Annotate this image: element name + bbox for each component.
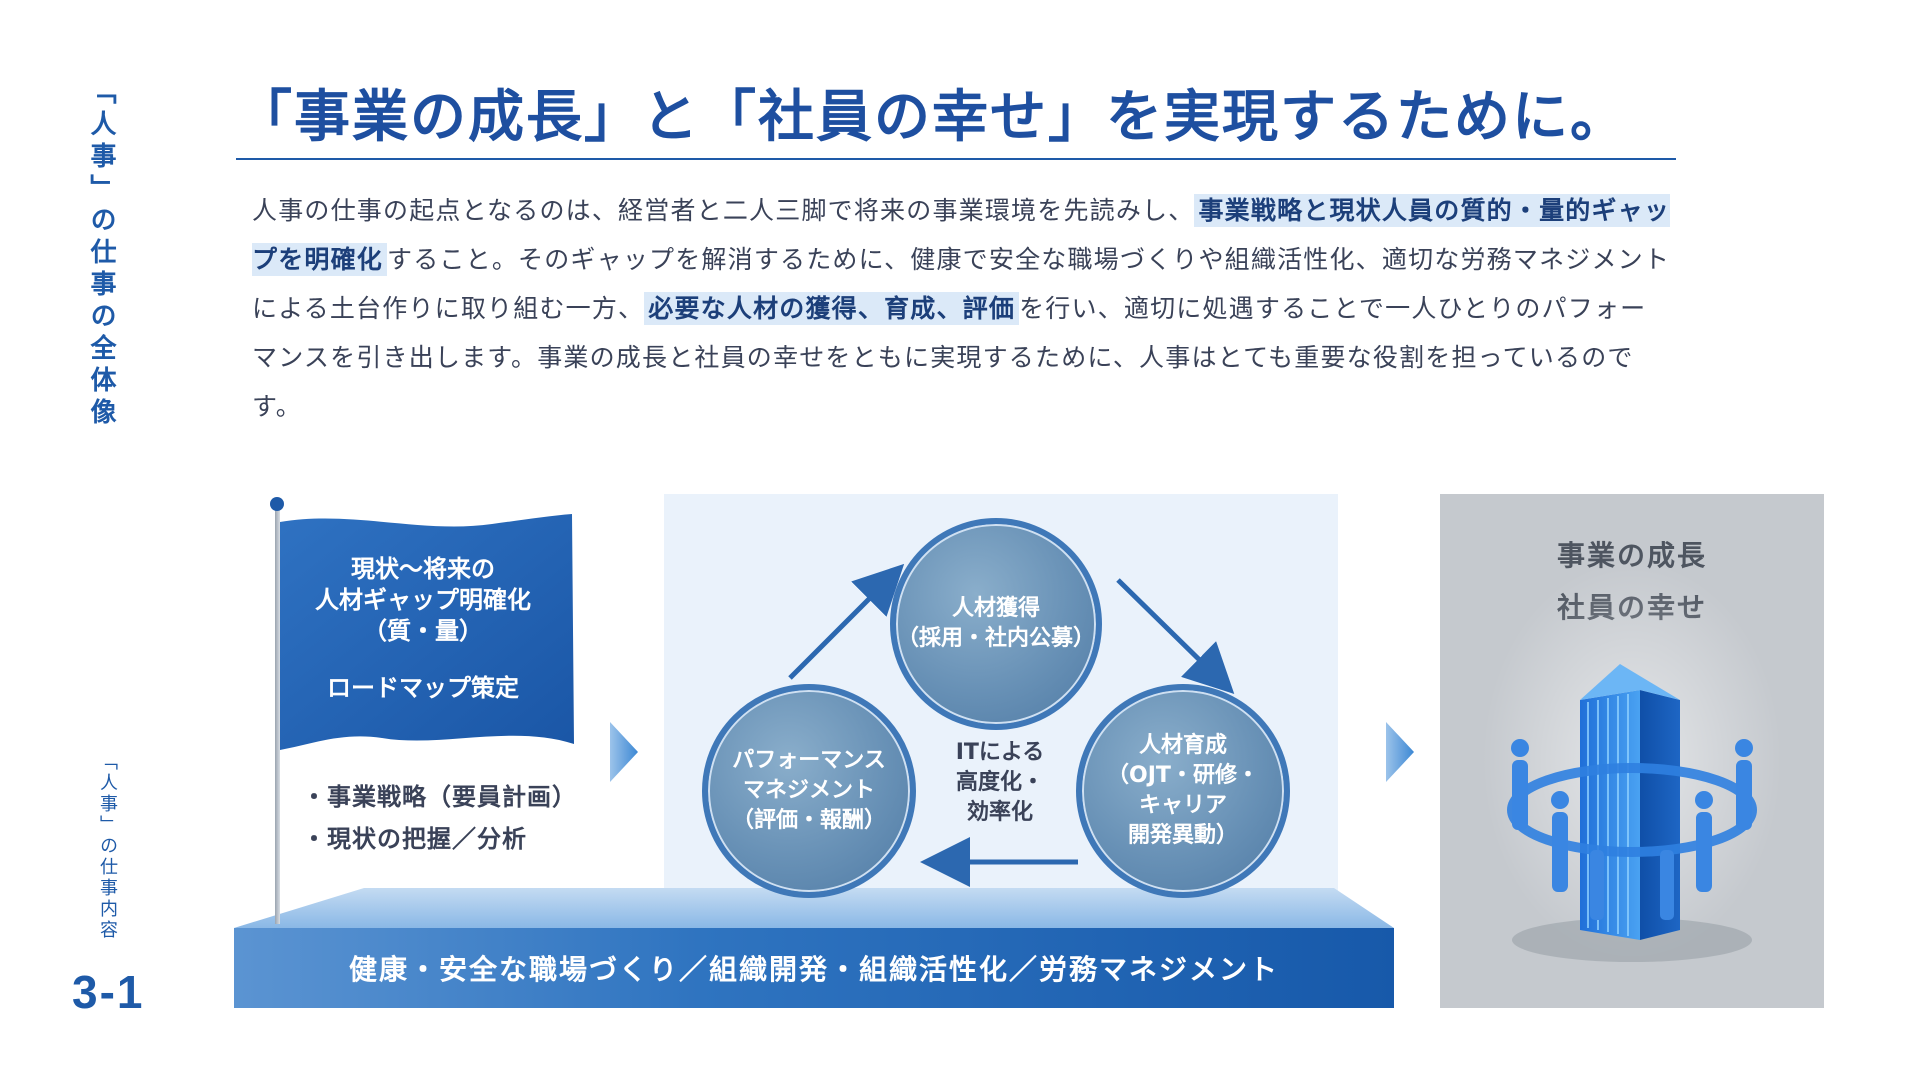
develop-title: 人材育成 [1138, 733, 1227, 758]
page-headline: 「事業の成長」と「社員の幸せ」を実現するために。 [236, 85, 1628, 150]
page-number: 3-1 [72, 966, 145, 1018]
performance-detail: （評価・報酬） [731, 808, 886, 833]
it-line-1: ITによる [955, 740, 1045, 765]
it-efficiency-label: ITによる 高度化・ 効率化 [940, 738, 1060, 828]
flag-roadmap: ロードマップ策定 [327, 674, 519, 702]
intro-highlight-2: 必要な人材の獲得、育成、評価 [644, 292, 1020, 325]
it-line-2: 高度化・ [955, 770, 1044, 795]
it-line-3: 効率化 [966, 800, 1033, 825]
intro-text-2: すること。そのギャップを解消するために、健康で安全な職場づくりや組織活性化、適切… [252, 245, 1671, 323]
flag-line-1: 現状〜将来の [351, 555, 495, 583]
arrow-up-right-icon [788, 563, 905, 680]
performance-title-1: パフォーマンス [732, 748, 886, 773]
performance-title-2: マネジメント [742, 778, 875, 803]
base-platform-top [234, 888, 1394, 928]
headline-divider [236, 158, 1676, 160]
intro-text-3: を行い、適切に処遇することで一人ひとりのパフォーマンスを引き出します。事業の成長… [252, 294, 1647, 421]
bullet-analysis: ・現状の把握／分析 [302, 825, 527, 853]
chevron-right-icon [1386, 722, 1414, 782]
flag-line-2: 人材ギャップ明確化 [315, 586, 531, 614]
arrow-down-right-icon [1116, 578, 1235, 695]
bullet-list: ・事業戦略（要員計画） ・現状の把握／分析 [302, 776, 577, 860]
flag-line-3: （質・量） [363, 617, 483, 645]
section-subtitle-vertical: 「人事」の仕事内容 [97, 752, 118, 941]
bullet-strategy: ・事業戦略（要員計画） [302, 783, 577, 811]
section-title-vertical: 「人事」の仕事の全体像 [86, 78, 116, 430]
building-roof [1580, 664, 1680, 700]
acquire-title: 人材獲得 [951, 596, 1040, 621]
develop-detail-1: （OJT・研修・ [1107, 763, 1259, 788]
develop-detail-2: キャリア [1138, 793, 1227, 818]
flag-icon [270, 497, 574, 924]
intro-paragraph: 人事の仕事の起点となるのは、経営者と二人三脚で将来の事業環境を先読みし、事業戦略… [252, 186, 1672, 431]
flag-content: 現状〜将来の 人材ギャップ明確化 （質・量） ロードマップ策定 [290, 554, 556, 704]
cycle-acquire: 人材獲得 （採用・社内公募） [890, 518, 1102, 730]
intro-text-1: 人事の仕事の起点となるのは、経営者と二人三脚で将来の事業環境を先読みし、 [252, 196, 1195, 225]
cycle-develop: 人材育成 （OJT・研修・ キャリア 開発異動） [1076, 684, 1290, 898]
base-foundation: 健康・安全な職場づくり／組織開発・組織活性化／労務マネジメント [234, 928, 1394, 1008]
people-figures [1511, 739, 1753, 920]
develop-detail-3: 開発異動） [1127, 823, 1238, 848]
building-shadow [1512, 918, 1752, 962]
acquire-detail: （採用・社内公募） [896, 626, 1095, 651]
chevron-right-icon [610, 722, 638, 782]
cycle-performance: パフォーマンス マネジメント （評価・報酬） [702, 684, 916, 898]
